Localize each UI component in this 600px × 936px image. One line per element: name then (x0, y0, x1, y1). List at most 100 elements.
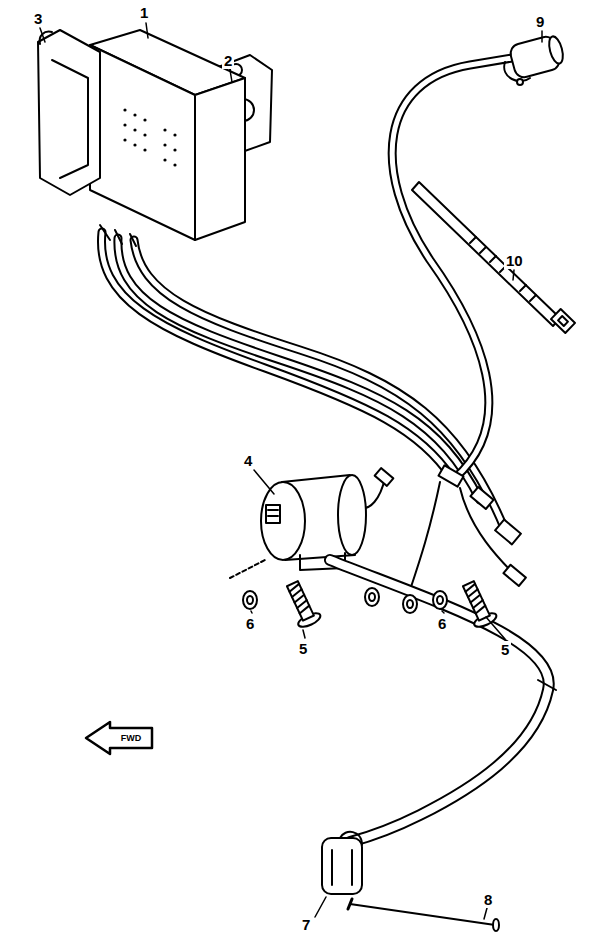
leader-line (484, 908, 487, 919)
cdi-unit (173, 148, 176, 151)
rubber-strap (52, 60, 88, 178)
leader-line (254, 470, 274, 494)
cdi-unit (163, 143, 166, 146)
cdi-unit (133, 143, 136, 146)
callout-number: 5 (499, 641, 511, 658)
plug-cap (322, 838, 362, 894)
ignition-coil (266, 505, 280, 523)
direction-arrow (86, 722, 152, 754)
ignition-coil (261, 482, 305, 560)
screw (282, 579, 323, 630)
cdi-unit (90, 45, 195, 240)
callout-number: 2 (222, 52, 234, 69)
wire-harness (410, 482, 440, 590)
cdi-unit (143, 118, 146, 121)
cap-connector (504, 62, 530, 81)
direction-label: FWD (120, 734, 143, 743)
screw (463, 581, 490, 621)
cap-connector (517, 79, 523, 85)
plug-cap (322, 832, 362, 894)
pin (350, 904, 495, 925)
rubber-strap (38, 30, 100, 195)
callout-number: 7 (300, 916, 312, 933)
leader-line (251, 611, 252, 613)
leader-line (303, 630, 305, 638)
wire-harness (118, 238, 480, 500)
washer (407, 600, 413, 608)
wire-harness (375, 468, 394, 486)
pin (348, 899, 352, 909)
cdi-unit (123, 123, 126, 126)
high-tension-lead (538, 680, 556, 690)
screw (288, 584, 310, 614)
wire-harness (470, 487, 493, 509)
washer (243, 588, 447, 613)
cable-tie (551, 309, 575, 333)
callout-number: 8 (482, 891, 494, 908)
wire-harness (438, 465, 463, 486)
cdi-unit (163, 158, 166, 161)
leader-line (146, 23, 148, 38)
pin (493, 919, 499, 931)
pin (348, 899, 499, 931)
wire-harness (503, 565, 525, 586)
screw (464, 584, 486, 614)
cdi-unit (143, 133, 146, 136)
plug-cap (340, 832, 362, 845)
leader-line (40, 28, 45, 42)
ignition-coil (338, 475, 366, 555)
cap-connector (547, 35, 566, 65)
cdi-unit (90, 30, 245, 246)
cdi-unit (123, 138, 126, 141)
direction-arrow (86, 722, 152, 754)
cdi-unit (133, 128, 136, 131)
washer (365, 588, 379, 606)
leader-line (486, 617, 505, 639)
ignition-coil (230, 560, 265, 578)
screw (458, 579, 499, 630)
washer (403, 595, 417, 613)
cdi-unit (133, 113, 136, 116)
cdi-unit (173, 163, 176, 166)
washer (437, 596, 443, 604)
cable-tie (470, 237, 536, 301)
high-tension-lead (330, 560, 549, 842)
cdi-unit (100, 225, 136, 246)
callout-number: 9 (534, 13, 546, 30)
callout-number: 3 (32, 10, 44, 27)
cdi-unit (123, 108, 176, 166)
leader-line (513, 270, 514, 280)
leader-line (230, 70, 232, 82)
cdi-unit (123, 108, 126, 111)
cdi-unit (195, 78, 245, 240)
rubber-strap (38, 30, 100, 195)
leader-line (442, 611, 444, 613)
wire-harness (495, 520, 521, 545)
callout-number: 10 (504, 252, 525, 269)
washer (433, 591, 447, 609)
plug-cap (332, 850, 352, 885)
callout-number: 6 (244, 615, 256, 632)
cdi-unit (163, 128, 166, 131)
leader-line (40, 23, 542, 919)
washer (369, 593, 375, 601)
cable-tie (412, 182, 560, 326)
wire-harness (118, 238, 480, 500)
cdi-unit (143, 148, 146, 151)
cable-tie (412, 182, 575, 333)
leader-line (315, 897, 326, 917)
leader-line (541, 31, 543, 42)
high-tension-lead (330, 560, 556, 842)
cap-connector (504, 35, 565, 85)
screw (282, 579, 499, 630)
washer (243, 591, 257, 609)
cable-tie (558, 316, 568, 326)
ignition-coil (268, 510, 278, 516)
washer (247, 596, 253, 604)
callout-number: 4 (242, 452, 254, 469)
callout-number: 1 (138, 4, 150, 21)
callout-number: 6 (436, 615, 448, 632)
callout-number: 5 (297, 640, 309, 657)
